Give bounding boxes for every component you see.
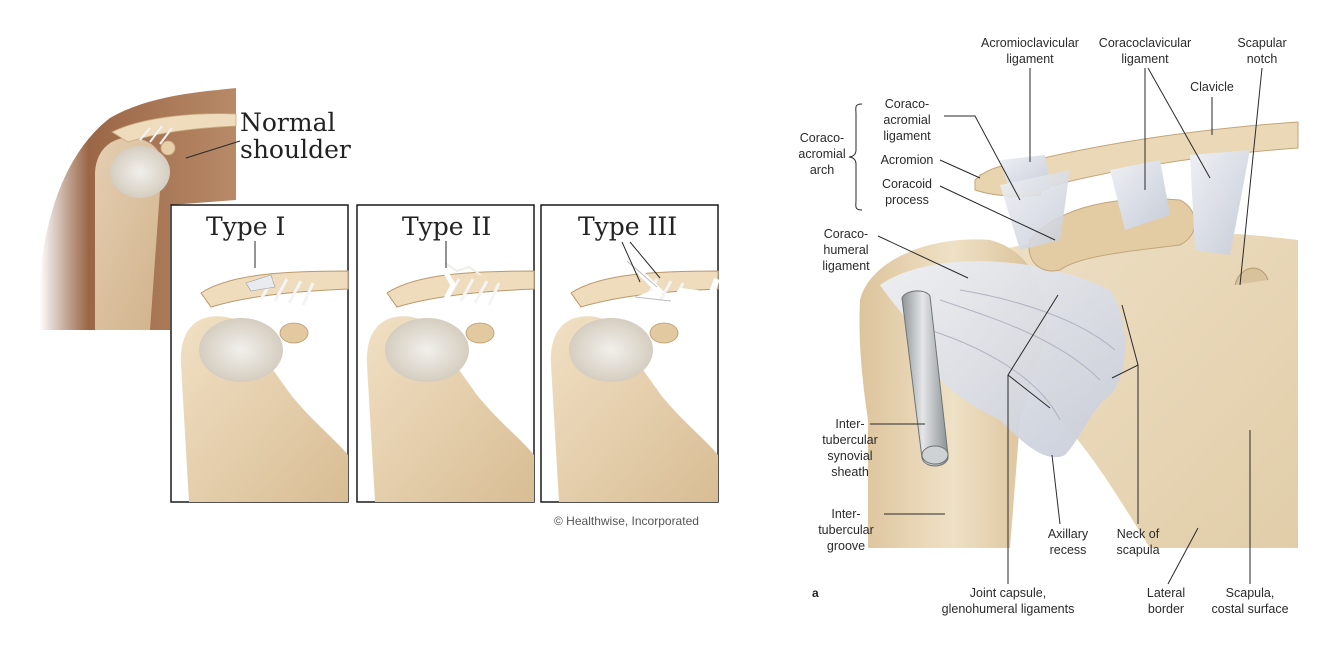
panel-type-1-title: Type I [206,212,285,241]
normal-shoulder-leader [185,140,241,159]
svg-text:humeral: humeral [823,243,868,257]
svg-text:Coracoclavicular: Coracoclavicular [1099,36,1191,50]
label-coracoacromial-arch: Coraco- acromial arch [798,103,863,211]
svg-text:Inter-: Inter- [831,507,860,521]
label-scapular-notch: Scapular notch [1237,36,1287,286]
svg-text:scapula: scapula [1116,543,1159,557]
label-intertubercular-synovial-sheath: Inter- tubercular synovial sheath [822,417,925,479]
label-acromioclavicular-ligament: Acromioclavicular ligament [981,36,1079,162]
impingement-illustration: Normal shoulder Type I Type II Type III [39,88,720,528]
svg-text:arch: arch [810,163,834,177]
svg-text:Acromioclavicular: Acromioclavicular [981,36,1079,50]
svg-text:ligament: ligament [1006,52,1054,66]
svg-text:Lateral: Lateral [1147,586,1185,600]
svg-text:tubercular: tubercular [818,523,874,537]
svg-text:sheath: sheath [831,465,869,479]
svg-text:acromial: acromial [883,113,930,127]
panel-type-3-title: Type III [578,212,677,241]
label-scapula-costal-surface: Scapula, costal surface [1211,430,1289,616]
svg-text:Axillary: Axillary [1048,527,1089,541]
svg-text:costal surface: costal surface [1211,602,1288,616]
label-coracoacromial-ligament: Coraco- acromial ligament [883,97,1021,201]
normal-shoulder-label-line1: Normal [240,108,335,137]
svg-text:Coraco-: Coraco- [800,131,844,145]
label-joint-capsule: Joint capsule, glenohumeral ligaments [942,294,1075,616]
anatomy-artwork [859,121,1299,548]
svg-text:recess: recess [1050,543,1087,557]
svg-text:synovial: synovial [827,449,872,463]
label-coracohumeral-ligament: Coraco- humeral ligament [822,227,969,279]
svg-text:Scapula,: Scapula, [1226,586,1275,600]
svg-text:Joint capsule,: Joint capsule, [970,586,1046,600]
label-axillary-recess: Axillary recess [1048,454,1089,557]
label-acromion: Acromion [881,153,981,179]
svg-text:glenohumeral ligaments: glenohumeral ligaments [942,602,1075,616]
svg-text:Scapular: Scapular [1237,36,1286,50]
svg-text:Acromion: Acromion [881,153,934,167]
svg-text:tubercular: tubercular [822,433,878,447]
svg-text:Inter-: Inter- [835,417,864,431]
normal-shoulder-label-line2: shoulder [240,135,351,164]
panel-type-2-title: Type II [402,212,491,241]
svg-text:Coracoid: Coracoid [882,177,932,191]
svg-text:acromial: acromial [798,147,845,161]
panel-type-1 [170,204,349,503]
label-coracoclavicular-ligament: Coracoclavicular ligament [1099,36,1211,190]
label-neck-of-scapula: Neck of scapula [1111,304,1160,557]
svg-text:Coraco-: Coraco- [885,97,929,111]
svg-text:process: process [885,193,929,207]
label-lateral-border: Lateral border [1147,527,1199,616]
label-clavicle: Clavicle [1190,80,1234,135]
svg-text:Neck of: Neck of [1117,527,1160,541]
svg-text:ligament: ligament [883,129,931,143]
svg-text:ligament: ligament [1121,52,1169,66]
normal-shoulder-figure [39,88,237,330]
svg-text:notch: notch [1247,52,1278,66]
panel-type-3 [540,204,720,503]
copyright-notice: © Healthwise, Incorporated [554,514,699,528]
svg-text:groove: groove [827,539,865,553]
label-intertubercular-groove: Inter- tubercular groove [818,507,945,553]
svg-text:ligament: ligament [822,259,870,273]
arch-brace [848,103,863,211]
svg-text:border: border [1148,602,1184,616]
svg-text:Clavicle: Clavicle [1190,80,1234,94]
svg-text:Coraco-: Coraco- [824,227,868,241]
panel-type-3-leader [621,241,661,283]
label-coracoid-process: Coracoid process [882,177,1056,241]
figure-letter: a [812,586,819,600]
